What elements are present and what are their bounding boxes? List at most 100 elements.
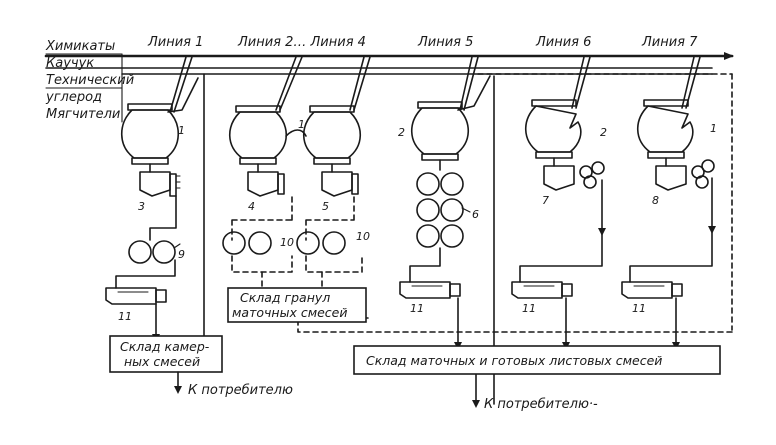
line-2-4-label: Линия 2… Линия 4 [237, 35, 366, 50]
line5-conveyor [409, 247, 441, 283]
mixer-body [120, 109, 180, 159]
mixer-top-flange [531, 99, 577, 107]
storage-granules-box [227, 287, 367, 323]
ref-number: 3 [138, 200, 145, 213]
ref-number: 6 [472, 208, 479, 221]
ref-number: 9 [178, 248, 185, 261]
extruder-8 [655, 157, 715, 191]
extruder-head [277, 173, 285, 195]
mixer-body [228, 111, 288, 159]
storage-granules: Склад гранул маточных смесей [227, 287, 367, 323]
batch-off-line5 [399, 281, 462, 350]
ref-number: 5 [322, 200, 329, 213]
storage-sheets-box [353, 345, 721, 375]
ref-number: 1 [298, 118, 305, 131]
arrow-head [598, 228, 606, 236]
extruder-5 [321, 163, 359, 197]
leader [173, 243, 181, 249]
batch-off-body [399, 281, 451, 299]
extruder-body [247, 171, 279, 197]
feed-chute-line1 [169, 56, 193, 113]
mixer-top-flange [309, 105, 355, 113]
mixer-body [636, 105, 694, 153]
dash-feed-l2 [231, 195, 293, 241]
dash-out-l2 [231, 255, 293, 273]
line6-conveyor [519, 179, 603, 283]
roll-9a [128, 240, 152, 264]
arrow-head [472, 400, 480, 408]
extruder-3 [139, 163, 181, 197]
storage-sheets: Склад маточных и готовых листовых смесей [353, 345, 721, 375]
storage-chamber-box [109, 335, 223, 373]
material-softeners: Мягчители [46, 107, 120, 122]
ref-number: 2 [398, 126, 405, 139]
line-5-label: Линия 5 [417, 35, 473, 50]
ref-number: 10 [356, 230, 370, 243]
extruder-body [321, 171, 353, 197]
ref-number: 11 [632, 302, 646, 315]
mixer-connector [285, 129, 307, 137]
mixer-line6 [524, 99, 582, 159]
mixer-body [302, 111, 362, 159]
line-1-label: Линия 1 [147, 35, 203, 50]
materials-legend: Химикаты Каучук Технический углерод Мягч… [45, 39, 134, 123]
granulator-10d [322, 231, 346, 255]
ref-number: 11 [410, 302, 424, 315]
mixer-hopper [167, 77, 199, 113]
feed-chute-line5 [459, 56, 479, 111]
ref-number: 8 [652, 194, 659, 207]
storage-granules-label-2: маточных смесей [232, 305, 348, 320]
feed-chute-line4 [349, 56, 371, 111]
mixer-base [535, 151, 573, 159]
dash-out-l4 [305, 255, 363, 273]
storage-chamber-label-1: Склад камер- [120, 339, 210, 354]
mixer-line7 [636, 99, 694, 159]
mixer-line2 [228, 105, 288, 165]
mixer-top-flange [235, 105, 281, 113]
lines2-4-process [222, 195, 363, 289]
ref-number: 1 [178, 124, 185, 137]
ref-number: 1 [710, 122, 717, 135]
storage-chamber: Склад камер- ных смесей [109, 335, 223, 373]
batch-off-body [511, 281, 563, 299]
feed-chutes [169, 56, 701, 113]
batch-off-head [449, 283, 461, 297]
roll [583, 175, 597, 189]
mixer-base [313, 157, 351, 165]
ref-number: 10 [280, 236, 294, 249]
batch-off-head [671, 283, 683, 297]
mixer-base [239, 157, 277, 165]
line-6-label: Линия 6 [535, 35, 591, 50]
consumer-label-1: К потребителю [188, 383, 293, 398]
storage-granules-label-1: Склад гранул [240, 290, 330, 305]
ref-number: 7 [542, 194, 549, 207]
ref-number: 11 [118, 310, 132, 323]
extruder-4 [247, 163, 285, 197]
granulator-10b [248, 231, 272, 255]
batch-off-line7 [621, 281, 683, 350]
roll [701, 159, 715, 173]
material-technical: Технический [46, 73, 134, 88]
roll [416, 224, 440, 248]
mixers [120, 75, 694, 165]
granulator-10c [296, 231, 320, 255]
extruder-head [351, 173, 359, 195]
extruder-head [169, 173, 177, 197]
material-carbon: углерод [45, 90, 102, 105]
roll [416, 198, 440, 222]
roll-9b [152, 240, 176, 264]
mixer-base [421, 153, 459, 161]
roll [440, 172, 464, 196]
line5-rolls [409, 159, 471, 283]
mixer-top-flange [127, 103, 173, 111]
feed-chute-line2 [275, 56, 303, 111]
storage-chamber-label-2: ных смесей [124, 354, 200, 369]
extruder-body [543, 165, 575, 191]
extruder-body [655, 165, 687, 191]
line7-conveyor [629, 177, 713, 283]
dash-feed-l4 [305, 195, 355, 241]
material-chemicals: Химикаты [45, 39, 115, 54]
mixer-base [131, 157, 169, 165]
mixer-body [524, 105, 582, 153]
